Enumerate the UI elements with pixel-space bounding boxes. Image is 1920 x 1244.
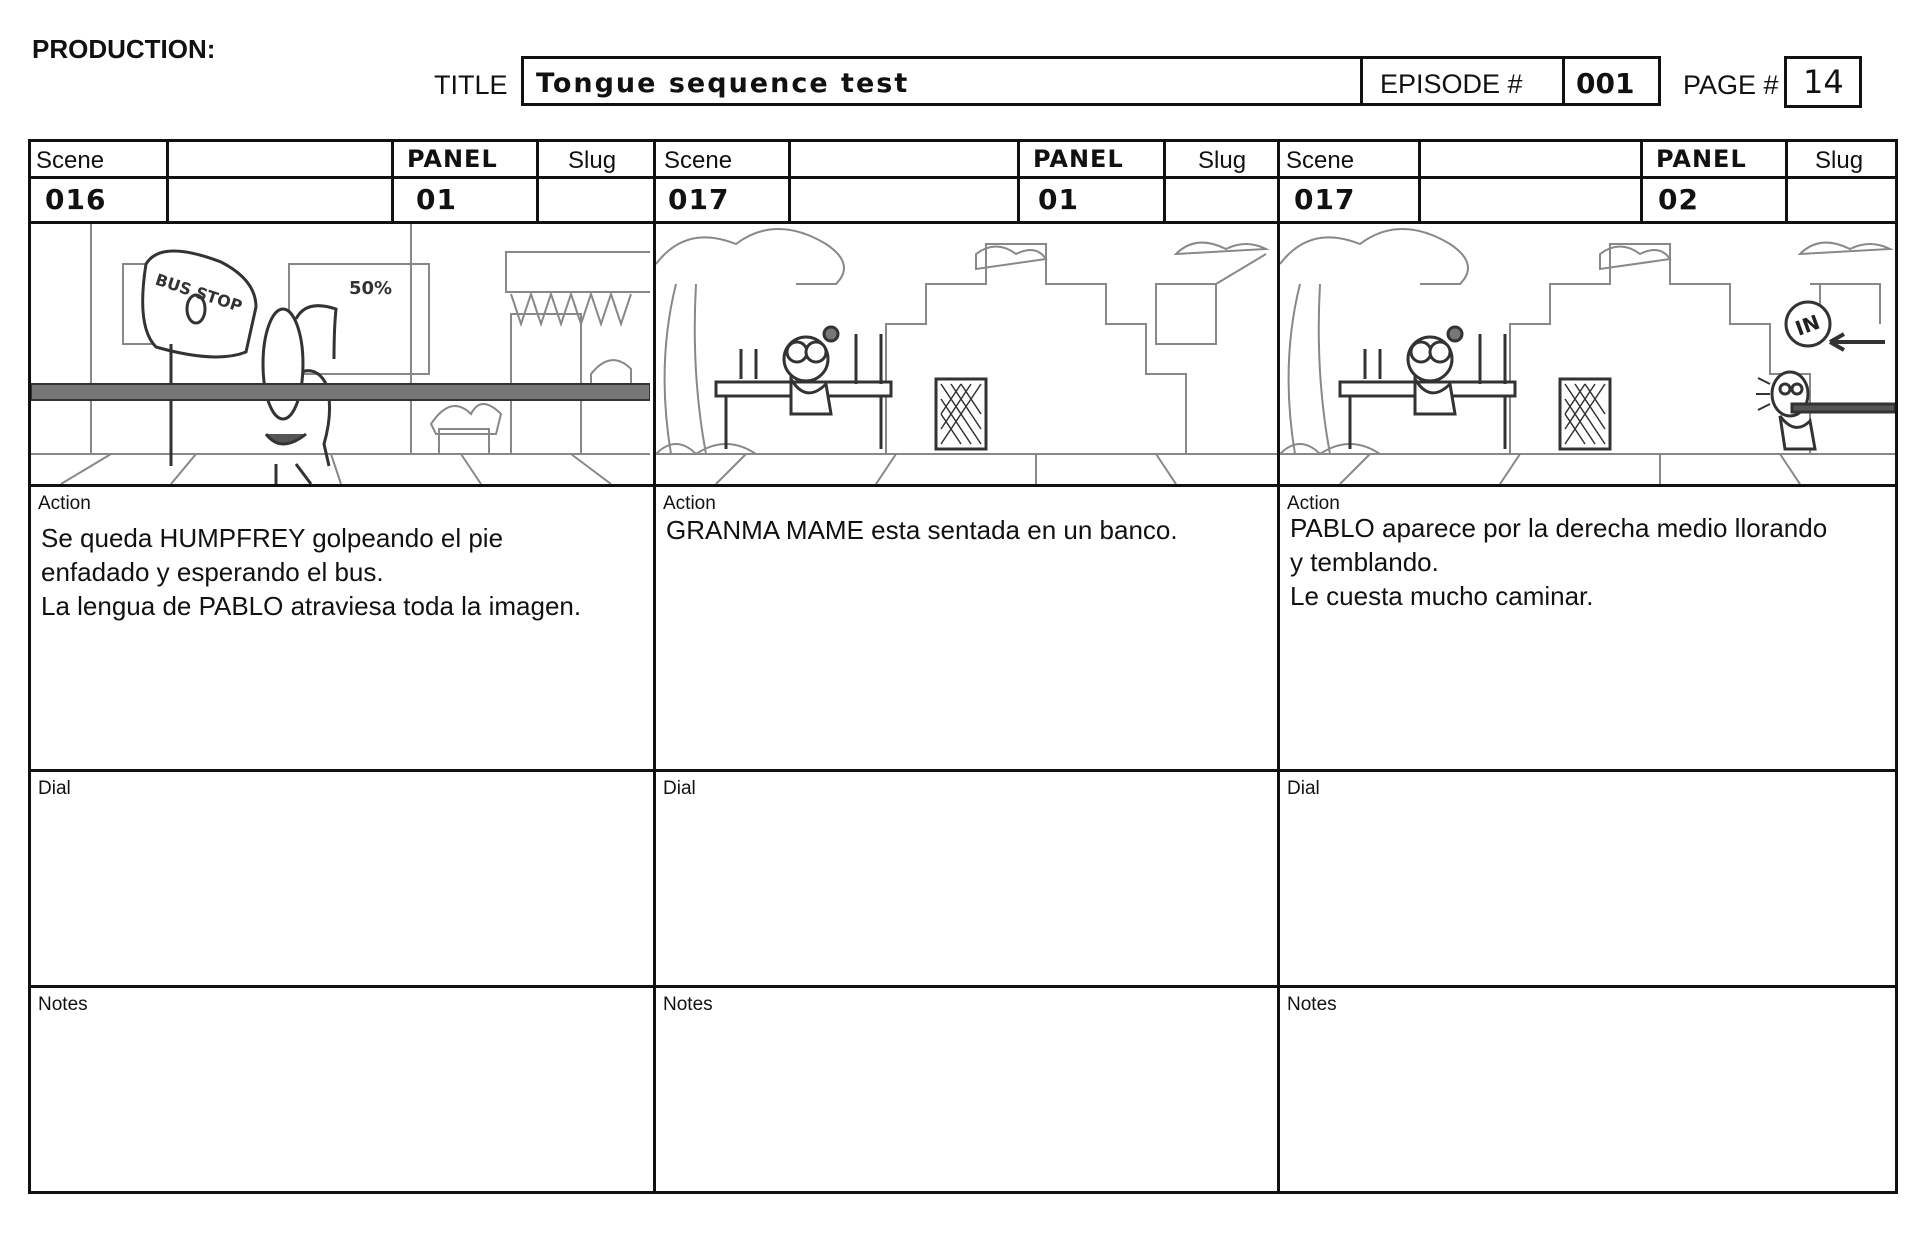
notes-label: Notes: [38, 994, 88, 1015]
divider: [1017, 142, 1020, 176]
notes-section: Notes: [656, 988, 1277, 1194]
title-box: Tongue sequence test EPISODE # 001: [521, 56, 1661, 106]
production-label: PRODUCTION:: [32, 34, 216, 64]
sketch-frame: [656, 224, 1277, 487]
divider: [1163, 179, 1166, 221]
divider: [536, 142, 539, 176]
divider: [166, 179, 169, 221]
divider: [1562, 59, 1565, 103]
divider: [391, 179, 394, 221]
dial-label: Dial: [663, 778, 696, 799]
divider: [391, 142, 394, 176]
action-text: PABLO aparece por la derecha medio llora…: [1290, 513, 1828, 611]
divider: [788, 142, 791, 176]
divider: [1640, 142, 1643, 176]
title-value: Tongue sequence test: [536, 68, 910, 99]
panel-value: 02: [1658, 183, 1699, 216]
dial-section: Dial: [656, 772, 1277, 988]
scene-label: Scene: [36, 147, 105, 174]
panel-header-values: 016 01: [31, 179, 653, 224]
panel-header-values: 017 02: [1280, 179, 1895, 224]
action-label: Action: [38, 493, 91, 514]
sketch-frame: BUS STOP 50%: [31, 224, 653, 487]
divider: [1418, 179, 1421, 221]
slug-label: Slug: [1815, 147, 1864, 174]
divider: [788, 179, 791, 221]
divider: [536, 179, 539, 221]
scene-value: 017: [668, 183, 730, 216]
panel-column-3: Scene PANEL Slug 017 02: [1277, 142, 1895, 1191]
slug-label: Slug: [1198, 147, 1247, 174]
sketch-drawing: [656, 228, 1277, 484]
sketch-drawing: BUS STOP 50%: [31, 224, 650, 484]
divider: [1017, 179, 1020, 221]
dial-section: Dial: [31, 772, 653, 988]
divider: [1785, 179, 1788, 221]
notes-label: Notes: [663, 994, 713, 1015]
dial-label: Dial: [38, 778, 71, 799]
dial-section: Dial: [1280, 772, 1895, 988]
action-section: Action PABLO aparece por la derecha medi…: [1280, 487, 1895, 772]
panel-label: PANEL: [1656, 145, 1747, 173]
sketch-sale-text: 50%: [349, 278, 392, 299]
panel-value: 01: [416, 183, 457, 216]
panel-header-labels: Scene PANEL Slug: [31, 142, 653, 179]
sketch-frame: IN: [1280, 224, 1895, 487]
panel-header-labels: Scene PANEL Slug: [1280, 142, 1895, 179]
panel-label: PANEL: [1033, 145, 1124, 173]
dial-label: Dial: [1287, 778, 1320, 799]
divider: [1418, 142, 1421, 176]
divider: [1163, 142, 1166, 176]
panel-column-2: Scene PANEL Slug 017 01: [653, 142, 1277, 1191]
storyboard-sheet: Scene PANEL Slug 016 01: [28, 139, 1898, 1194]
panel-header-values: 017 01: [656, 179, 1277, 224]
episode-value: 001: [1576, 67, 1635, 100]
page-box: 14: [1784, 56, 1862, 108]
sketch-drawing: IN: [1280, 228, 1895, 484]
action-label: Action: [663, 493, 716, 514]
divider: [166, 142, 169, 176]
scene-label: Scene: [1286, 147, 1355, 174]
divider: [1785, 142, 1788, 176]
divider: [1640, 179, 1643, 221]
slug-label: Slug: [568, 147, 617, 174]
action-label: Action: [1287, 493, 1340, 514]
panel-label: PANEL: [407, 145, 498, 173]
action-section: Action Se queda HUMPFREY golpeando el pi…: [31, 487, 653, 772]
page-value: 14: [1803, 63, 1844, 101]
action-section: Action GRANMA MAME esta sentada en un ba…: [656, 487, 1277, 772]
scene-value: 016: [45, 183, 107, 216]
scene-value: 017: [1294, 183, 1356, 216]
notes-section: Notes: [31, 988, 653, 1194]
panel-header-labels: Scene PANEL Slug: [656, 142, 1277, 179]
divider: [1360, 59, 1363, 103]
notes-label: Notes: [1287, 994, 1337, 1015]
panel-value: 01: [1038, 183, 1079, 216]
scene-label: Scene: [664, 147, 733, 174]
notes-section: Notes: [1280, 988, 1895, 1194]
panel-column-1: Scene PANEL Slug 016 01: [31, 142, 653, 1191]
title-label: TITLE: [434, 70, 508, 100]
action-text: GRANMA MAME esta sentada en un banco.: [666, 515, 1178, 545]
action-text: Se queda HUMPFREY golpeando el pie enfad…: [41, 523, 582, 621]
episode-label: EPISODE #: [1380, 69, 1523, 99]
page-label: PAGE #: [1683, 70, 1779, 100]
